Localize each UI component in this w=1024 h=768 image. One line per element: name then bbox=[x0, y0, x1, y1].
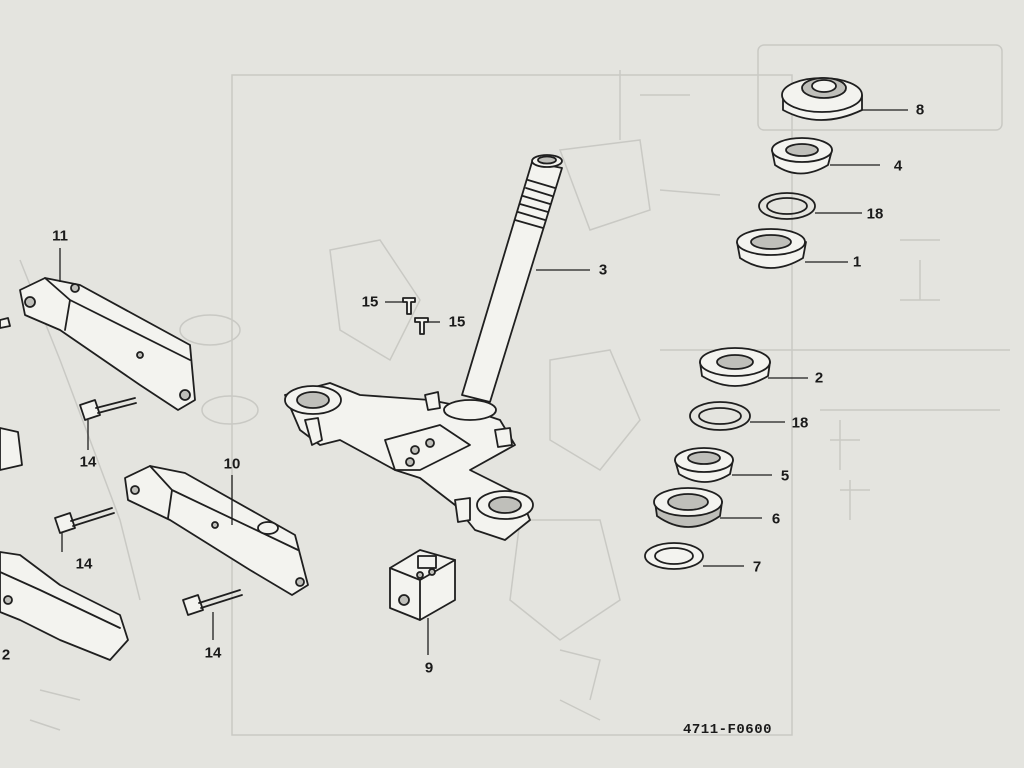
callout-14-a: 14 bbox=[79, 453, 97, 471]
part-2-race bbox=[699, 347, 771, 387]
callout-1: 1 bbox=[852, 253, 862, 271]
part-6-seal bbox=[653, 487, 724, 528]
callout-4: 4 bbox=[893, 157, 903, 175]
part-7-washer bbox=[644, 542, 704, 570]
diagram-code: 4711-F0600 bbox=[683, 722, 773, 738]
part-18-bearing-upper bbox=[758, 192, 816, 220]
part-9-block bbox=[389, 549, 456, 621]
part-10-bracket bbox=[124, 465, 309, 596]
part-18-bearing-lower bbox=[689, 401, 751, 431]
part-5-cone-race bbox=[674, 447, 734, 483]
callout-10: 10 bbox=[223, 455, 241, 473]
callout-7: 7 bbox=[752, 558, 762, 576]
part-11-bracket bbox=[19, 277, 196, 411]
callout-14-b: 14 bbox=[75, 555, 93, 573]
callout-14-c: 14 bbox=[204, 644, 222, 662]
callout-2-left: 2 bbox=[1, 646, 11, 664]
callout-18-lower: 18 bbox=[791, 414, 809, 432]
callout-2: 2 bbox=[814, 369, 824, 387]
part-3-steering-stem bbox=[284, 154, 563, 541]
part-2-left-bracket bbox=[0, 317, 129, 661]
callout-11: 11 bbox=[52, 227, 68, 245]
part-8-nut bbox=[781, 77, 863, 121]
callout-18-upper: 18 bbox=[866, 205, 884, 223]
part-1-race bbox=[736, 228, 807, 269]
callout-8: 8 bbox=[915, 101, 925, 119]
part-4-cone-race bbox=[771, 137, 833, 175]
callout-9: 9 bbox=[424, 659, 434, 677]
part-15-screws bbox=[402, 297, 429, 335]
bleed-through-ghost bbox=[19, 44, 1010, 736]
callout-15-b: 15 bbox=[448, 313, 466, 331]
callout-6: 6 bbox=[771, 510, 781, 528]
callout-3: 3 bbox=[598, 261, 608, 279]
callout-15-a: 15 bbox=[361, 293, 379, 311]
part-14-bolts bbox=[54, 397, 243, 616]
leader-lines bbox=[59, 109, 908, 655]
callout-5: 5 bbox=[780, 467, 790, 485]
